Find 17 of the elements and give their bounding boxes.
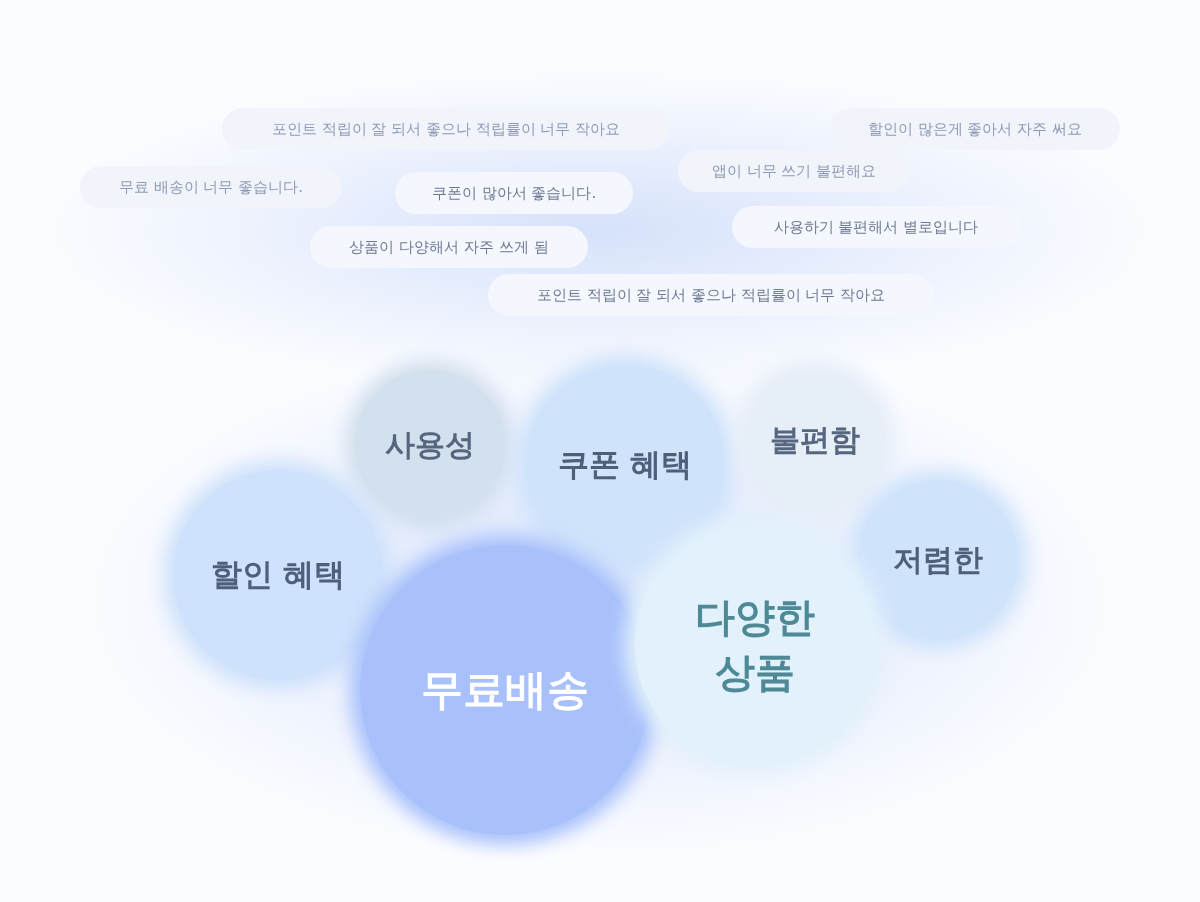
keyword-label: 다양한 상품 xyxy=(694,593,816,697)
comment-text: 앱이 너무 쓰기 불편해요 xyxy=(711,161,877,181)
comment-text: 상품이 다양해서 자주 쓰게 됨 xyxy=(349,237,549,257)
keyword-label: 불편함 xyxy=(770,420,860,459)
comment-text: 사용하기 불편해서 별로입니다 xyxy=(773,217,979,237)
keyword-label: 할인 혜택 xyxy=(210,555,346,594)
comment-text: 포인트 적립이 잘 되서 좋으나 적립률이 너무 작아요 xyxy=(271,119,621,139)
comment-text: 쿠폰이 많아서 좋습니다. xyxy=(431,183,597,203)
comment-pill xyxy=(310,226,588,268)
comment-text: 할인이 많은게 좋아서 자주 써요 xyxy=(867,119,1083,139)
comment-pill xyxy=(395,172,633,214)
keyword-label: 쿠폰 혜택 xyxy=(557,445,693,484)
keyword-label: 무료배송 xyxy=(421,664,589,716)
comment-text: 무료 배송이 너무 좋습니다. xyxy=(118,177,304,197)
keyword-label: 사용성 xyxy=(385,425,475,464)
keyword-label: 저렴한 xyxy=(893,540,983,579)
comment-text: 포인트 적립이 잘 되서 좋으나 적립률이 너무 작아요 xyxy=(536,285,886,305)
